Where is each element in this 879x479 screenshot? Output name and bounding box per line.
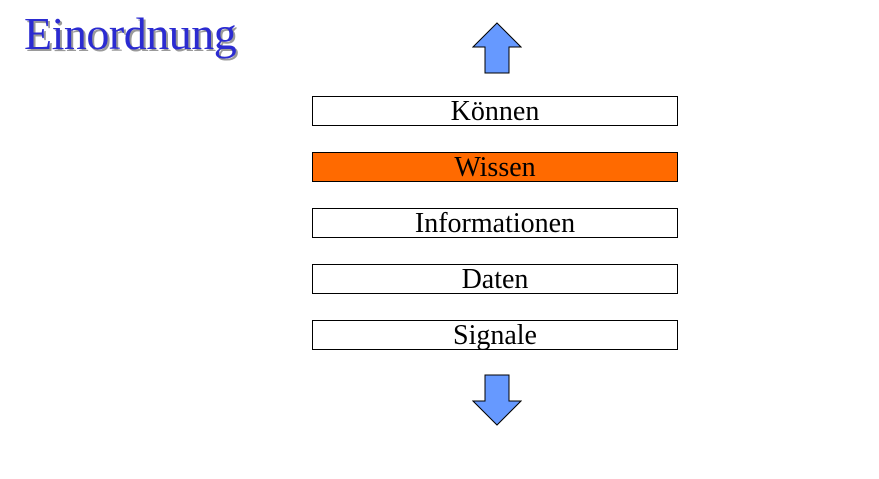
arrow-down-icon [472, 374, 522, 426]
layer-signale: Signale [312, 320, 678, 350]
layer-koennen: Können [312, 96, 678, 126]
layer-daten: Daten [312, 264, 678, 294]
layer-informationen: Informationen [312, 208, 678, 238]
arrow-up-icon [472, 22, 522, 74]
layer-wissen: Wissen [312, 152, 678, 182]
slide-title: Einordnung [24, 8, 237, 59]
